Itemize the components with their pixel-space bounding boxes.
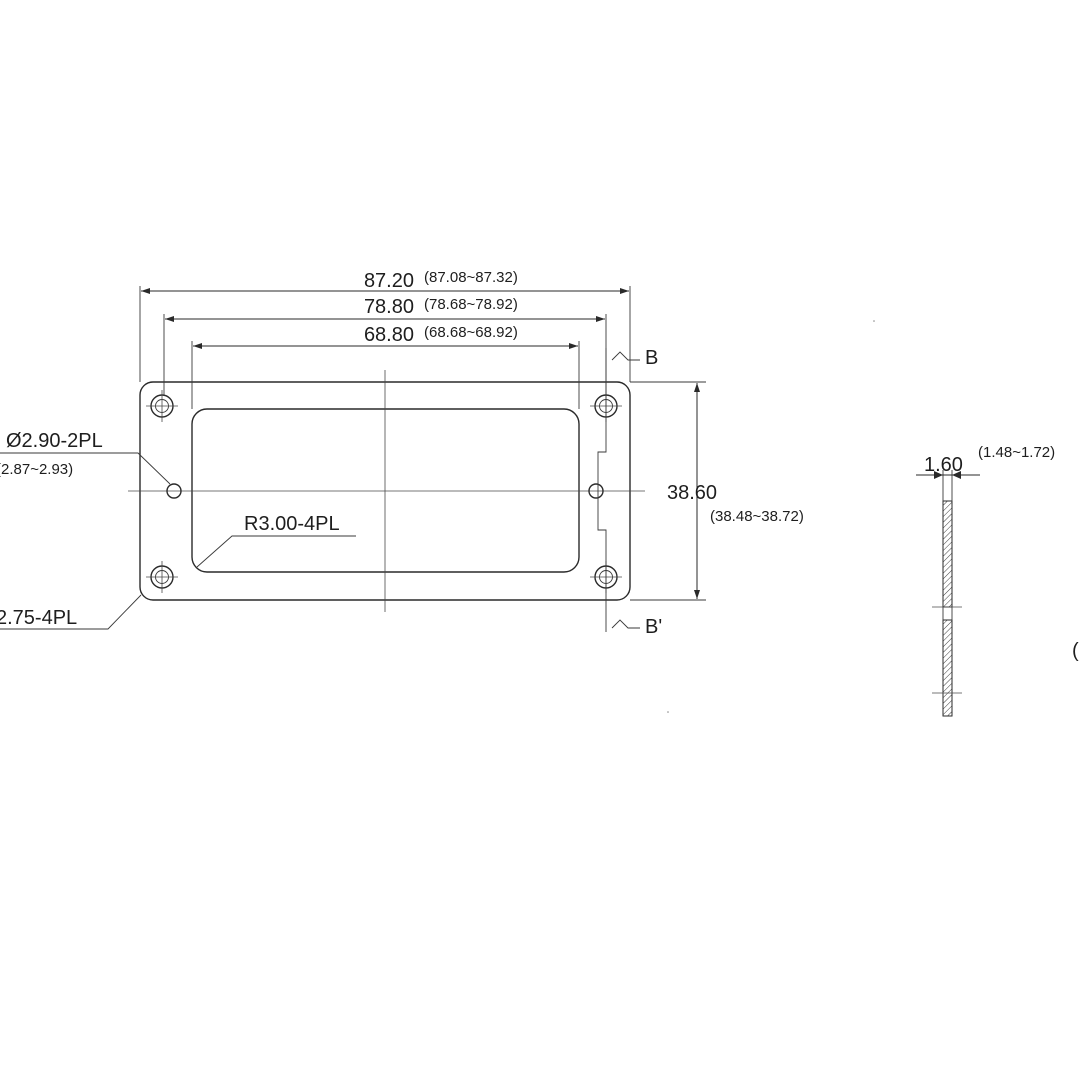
section-cut-line xyxy=(597,348,607,632)
side-view: 1.60 (1.48~1.72) ( xyxy=(916,444,1079,717)
dim-window-width-nominal: 68.80 xyxy=(364,324,414,346)
section-arrow-top xyxy=(611,351,640,361)
leader-corner-radius xyxy=(0,594,142,630)
section-label-top: B xyxy=(645,347,658,369)
edge-glyph: ( xyxy=(1072,640,1079,662)
dim-thickness-tolerance: (1.48~1.72) xyxy=(978,444,1055,461)
dim-outer-width-tolerance: (87.08~87.32) xyxy=(424,269,518,286)
front-view: 87.20 (87.08~87.32) 78.80 (78.68~78.92) … xyxy=(0,269,804,638)
side-hole-tolerance: (2.87~2.93) xyxy=(0,461,73,478)
mounting-hole-top-left xyxy=(146,390,178,422)
window-radius-label: R3.00-4PL xyxy=(244,513,340,535)
side-hole-label: Ø2.90-2PL xyxy=(6,430,103,452)
side-hole-left xyxy=(166,483,182,499)
dim-hole-pitch-tolerance: (78.68~78.92) xyxy=(424,296,518,313)
corner-radius-label: 2.75-4PL xyxy=(0,607,77,629)
mounting-hole-bottom-left xyxy=(146,561,178,593)
window-cutout xyxy=(191,408,580,573)
side-section-lower xyxy=(942,619,953,717)
dim-thickness-nominal: 1.60 xyxy=(924,454,963,476)
dim-hole-pitch-nominal: 78.80 xyxy=(364,296,414,318)
dim-outer-width-nominal: 87.20 xyxy=(364,270,414,292)
section-label-bottom: B' xyxy=(645,616,662,638)
side-hole-right xyxy=(588,483,604,499)
dim-height-tolerance: (38.48~38.72) xyxy=(710,508,804,525)
side-section-upper xyxy=(942,500,953,608)
dim-window-width-tolerance: (68.68~68.92) xyxy=(424,324,518,341)
leader-side-hole xyxy=(0,452,171,485)
dim-height-nominal: 38.60 xyxy=(667,482,717,504)
leader-window-radius xyxy=(196,535,356,568)
section-arrow-bottom xyxy=(611,619,640,629)
